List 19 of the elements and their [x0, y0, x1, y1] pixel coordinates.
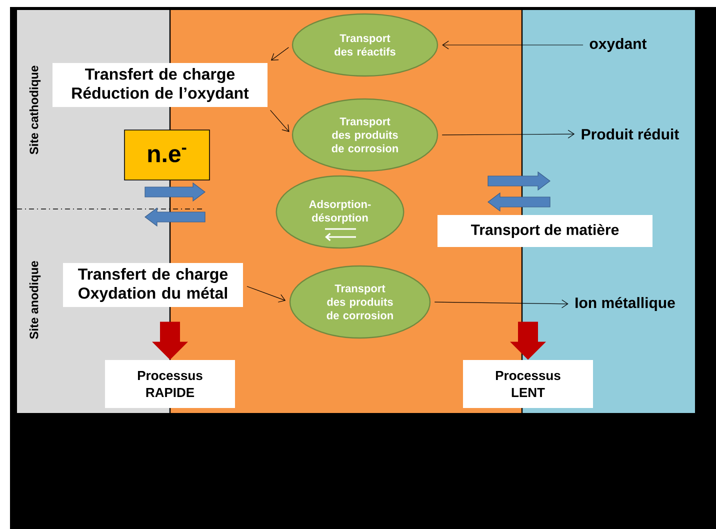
- process-box: Processus RAPIDE: [105, 360, 235, 408]
- side-label: Site cathodique: [29, 66, 41, 154]
- process-arrow: [152, 322, 188, 360]
- process-arrow: [510, 322, 546, 360]
- arrow: [246, 286, 286, 302]
- process-box: Processus LENT: [463, 360, 593, 408]
- arrow: [434, 300, 568, 308]
- text-box: Transfert de charge Réduction de l’oxydant: [52, 63, 268, 107]
- text-box: Transport de matière: [438, 215, 652, 247]
- species-label: Ion métallique: [576, 296, 675, 312]
- side-label: Site anodique: [29, 261, 41, 339]
- electron-box: n.e$^{-}$: [124, 130, 210, 180]
- arrow: [270, 110, 290, 132]
- species-label: Produit réduit: [582, 128, 679, 140]
- arrow: [442, 130, 575, 138]
- arrow: [270, 47, 289, 60]
- arrow: [442, 40, 584, 50]
- species-label: oxydant: [590, 38, 647, 52]
- text-box: Transfert de charge Oxydation du métal: [63, 263, 243, 307]
